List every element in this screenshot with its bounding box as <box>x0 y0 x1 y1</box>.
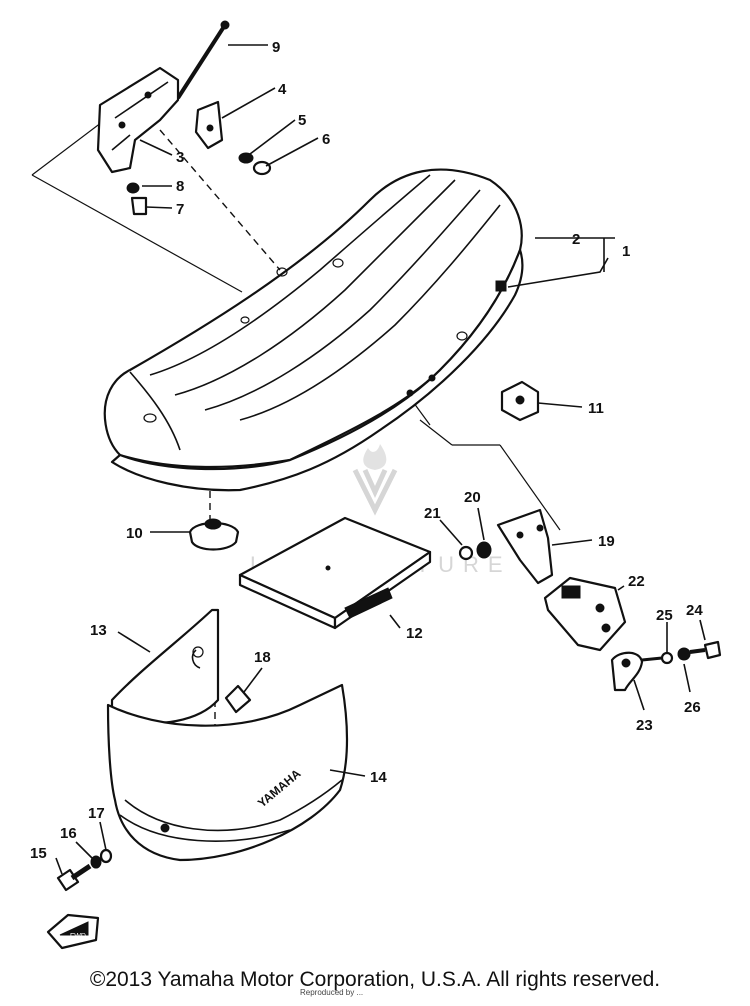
seat-clip <box>500 380 540 422</box>
callout-26: 26 <box>684 699 701 716</box>
callout-21: 21 <box>424 505 441 522</box>
callout-25: 25 <box>656 607 673 624</box>
callout-1: 1 <box>622 243 630 260</box>
leader-lines <box>55 44 706 875</box>
callout-22: 22 <box>628 573 645 590</box>
callout-7: 7 <box>176 201 184 218</box>
callout-9: 9 <box>272 39 280 56</box>
callout-18: 18 <box>254 649 271 666</box>
seat-damper <box>188 518 240 551</box>
bolt-set <box>56 848 113 892</box>
callout-23: 23 <box>636 717 653 734</box>
spacer <box>224 684 252 714</box>
reproduction-note: Reproduced by ... <box>300 988 364 997</box>
hinge-bracket <box>96 66 180 174</box>
callout-19: 19 <box>598 533 615 550</box>
inner-cover <box>110 608 220 725</box>
copyright-footer: ©2013 Yamaha Motor Corporation, U.S.A. A… <box>89 968 661 991</box>
outer-seat-cover: YAMAHA <box>106 683 349 862</box>
callout-13: 13 <box>90 622 107 639</box>
callout-17: 17 <box>88 805 105 822</box>
front-marker-text: FWD <box>70 933 86 940</box>
lock-bracket <box>496 508 554 585</box>
callout-11: 11 <box>588 400 604 417</box>
seat-hook <box>610 651 644 692</box>
callout-3: 3 <box>176 149 184 166</box>
callout-8: 8 <box>176 178 184 195</box>
seat-assembly <box>103 168 524 492</box>
callout-6: 6 <box>322 131 330 148</box>
callout-14: 14 <box>370 769 387 786</box>
callout-4: 4 <box>278 81 287 98</box>
callout-numbers: 1 2 3 4 5 6 7 8 9 10 11 12 13 14 15 16 1… <box>30 39 703 862</box>
callout-2: 2 <box>572 231 580 248</box>
hook-hardware <box>641 640 722 665</box>
callout-15: 15 <box>30 845 47 862</box>
front-direction-marker: FWD <box>46 913 100 950</box>
mount-plate <box>194 100 224 150</box>
lock-hardware <box>458 541 492 561</box>
callout-12: 12 <box>406 625 423 642</box>
seat-lock <box>543 576 627 652</box>
hardware-small <box>126 152 272 216</box>
storage-tray <box>238 516 432 630</box>
callout-10: 10 <box>126 525 143 542</box>
seat-rod <box>176 20 230 100</box>
callout-16: 16 <box>60 825 77 842</box>
callout-24: 24 <box>686 602 703 619</box>
callout-20: 20 <box>464 489 481 506</box>
callout-5: 5 <box>298 112 306 129</box>
